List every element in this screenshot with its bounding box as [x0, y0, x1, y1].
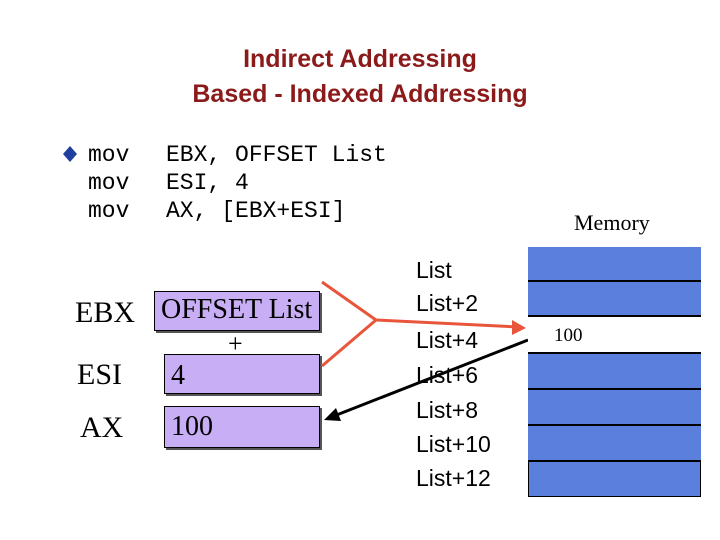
code-op-2: mov [88, 170, 130, 196]
ax-label: AX [80, 411, 124, 444]
plus-sign: + [228, 329, 243, 358]
mem-label-list: List [416, 257, 452, 283]
memory-cell [528, 354, 701, 390]
memory-cell [528, 390, 701, 426]
memory-cell [528, 426, 701, 462]
memory-cell [528, 247, 701, 282]
memory-title: Memory [574, 210, 650, 235]
title-line-1: Indirect Addressing [243, 45, 477, 73]
esi-register-box: 4 [164, 354, 320, 394]
orange-address-arrow [321, 280, 526, 368]
memory-highlight-value: 100 [554, 325, 583, 346]
esi-label: ESI [77, 358, 122, 391]
mem-label-list-12: List+12 [416, 465, 491, 491]
code-op-3: mov [88, 198, 130, 224]
mem-label-list-6: List+6 [416, 362, 479, 388]
black-load-arrow [324, 338, 529, 421]
ebx-register-box: OFFSET List [154, 291, 320, 331]
mem-label-list-4: List+4 [416, 327, 479, 353]
diamond-bullet-icon [63, 146, 77, 162]
code-op-1: mov [88, 142, 130, 168]
ax-value: 100 [171, 411, 213, 442]
code-args-2: ESI, 4 [166, 170, 249, 196]
esi-value: 4 [171, 360, 185, 391]
memory-cell [528, 462, 701, 497]
code-args-1: EBX, OFFSET List [166, 142, 387, 168]
mem-label-list-10: List+10 [416, 431, 491, 457]
title-line-2: Based - Indexed Addressing [192, 80, 528, 108]
memory-cell [528, 282, 701, 317]
ax-register-box: 100 [164, 406, 320, 448]
ebx-label: EBX [75, 296, 135, 329]
memory-cell-highlight: 100 [528, 317, 701, 354]
code-args-3: AX, [EBX+ESI] [166, 198, 346, 224]
mem-label-list-2: List+2 [416, 290, 479, 316]
mem-label-list-8: List+8 [416, 397, 479, 423]
ebx-value: OFFSET List [161, 294, 313, 325]
